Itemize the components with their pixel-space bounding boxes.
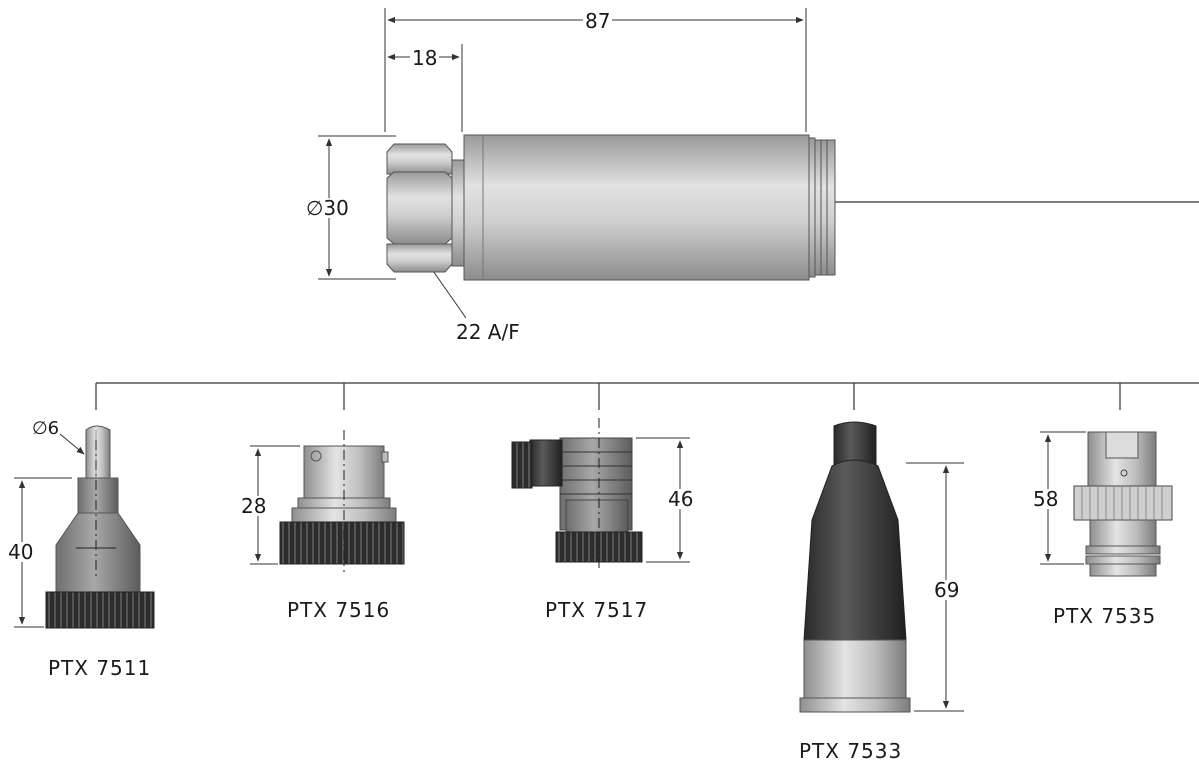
- connector-name-7511: PTX 7511: [48, 656, 152, 680]
- dim-height-7516: 28: [239, 494, 269, 518]
- connector-ptx-7511: [14, 425, 155, 629]
- dim-overall-length: 87: [583, 9, 613, 33]
- connector-name-7516: PTX 7516: [287, 598, 391, 622]
- connector-name-7533: PTX 7533: [799, 739, 903, 763]
- dim-hex-length: 18: [410, 46, 440, 70]
- dim-height-7533: 69: [932, 578, 962, 602]
- dim-height-7511: 40: [6, 540, 36, 564]
- connector-ptx-7516: [250, 430, 405, 572]
- connector-bracket: [95, 382, 1199, 410]
- dim-cable-diameter: ∅6: [32, 418, 60, 439]
- connector-name-7535: PTX 7535: [1053, 604, 1157, 628]
- connector-ptx-7533: [799, 421, 964, 713]
- pressure-sensor-body: [386, 134, 1199, 281]
- dim-height-7535: 58: [1031, 487, 1061, 511]
- dim-height-7517: 46: [666, 487, 696, 511]
- connector-ptx-7535: [1040, 431, 1173, 577]
- dim-body-diameter: ∅30: [304, 196, 351, 220]
- connector-name-7517: PTX 7517: [545, 598, 649, 622]
- connector-ptx-7517: [511, 418, 690, 570]
- hex-size-label: 22 A/F: [456, 320, 520, 344]
